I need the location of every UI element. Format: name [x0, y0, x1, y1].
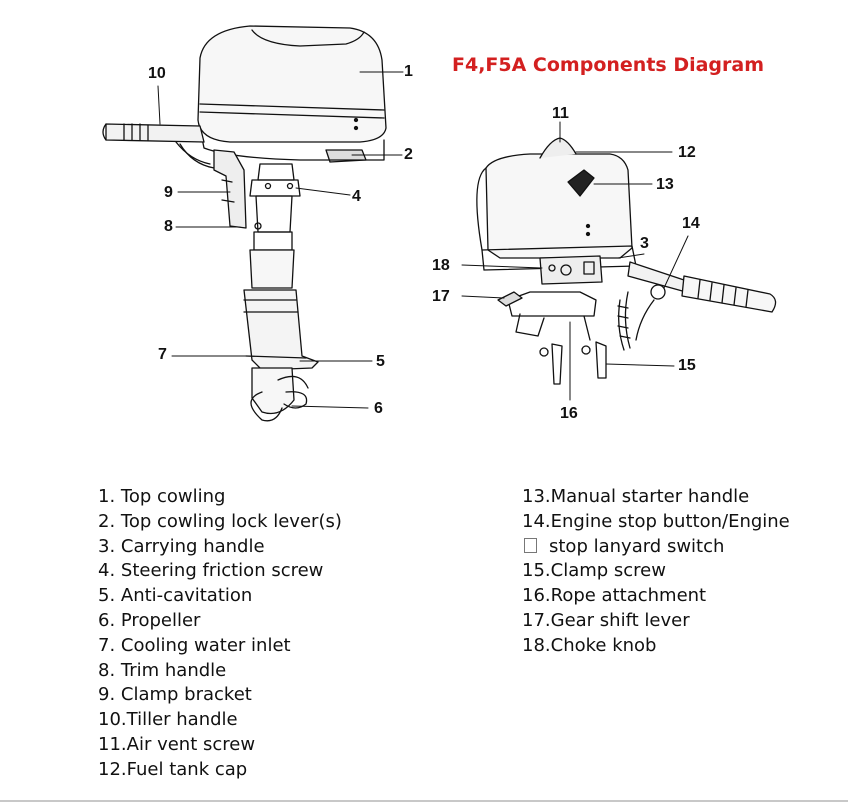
legend-item: 18.Choke knob [522, 634, 657, 656]
callout-11: 11 [552, 105, 569, 122]
callout-6: 6 [374, 400, 383, 417]
callout-7: 7 [158, 346, 167, 363]
legend-item: 6. Propeller [98, 609, 201, 631]
legend-item: 17.Gear shift lever [522, 609, 690, 631]
legend-right-column: 13.Manual starter handle 14.Engine stop … [522, 485, 790, 659]
callout-14: 14 [682, 215, 700, 232]
legend-item: 15.Clamp screw [522, 560, 666, 582]
callout-15: 15 [678, 357, 696, 374]
callout-1: 1 [404, 63, 413, 80]
legend-item: 3. Carrying handle [98, 535, 265, 557]
bottom-divider [0, 800, 848, 802]
legend-item: 8. Trim handle [98, 659, 227, 681]
legend-item: 11.Air vent screw [98, 733, 256, 755]
callout-12: 12 [678, 144, 696, 161]
legend-item: 9. Clamp bracket [98, 684, 252, 706]
top-cowling-shape [197, 25, 387, 143]
callout-18: 18 [432, 257, 450, 274]
callout-9: 9 [164, 184, 173, 201]
callout-10: 10 [148, 65, 166, 82]
legend-item: 1. Top cowling [98, 486, 226, 507]
legend-item: 13.Manual starter handle [522, 486, 750, 507]
engine-diagram [102, 25, 777, 422]
legend-left-column: 1. Top cowling 2. Top cowling lock lever… [98, 485, 342, 783]
legend-item: 7. Cooling water inlet [98, 634, 291, 656]
legend-item: 2. Top cowling lock lever(s) [98, 510, 342, 532]
left-outboard-engine [102, 25, 387, 422]
legend-item: 16.Rope attachment [522, 585, 707, 607]
diagram-title: F4,F5A Components Diagram [452, 54, 765, 76]
callout-4: 4 [352, 188, 361, 205]
legend-item: 4. Steering friction screw [98, 560, 324, 582]
callout-leader-lines [157, 71, 689, 409]
callout-5: 5 [376, 353, 385, 370]
callout-16: 16 [560, 405, 578, 422]
legend-continuation-text: stop lanyard switch [549, 535, 725, 557]
legend-item-continuation: stop lanyard switch [522, 535, 790, 560]
callout-17: 17 [432, 288, 450, 305]
placeholder-box-icon [524, 537, 537, 553]
legend-item: 5. Anti-cavitation [98, 585, 253, 607]
legend-item: 12.Fuel tank cap [98, 758, 248, 780]
callout-2: 2 [404, 146, 413, 163]
legend-item: 14.Engine stop button/Engine [522, 510, 790, 532]
right-outboard-engine [476, 137, 777, 385]
callout-8: 8 [164, 218, 173, 235]
tiller-handle-shape [105, 123, 205, 143]
callout-13: 13 [656, 176, 674, 193]
legend-item: 10.Tiller handle [98, 709, 238, 731]
callout-3: 3 [640, 235, 649, 252]
